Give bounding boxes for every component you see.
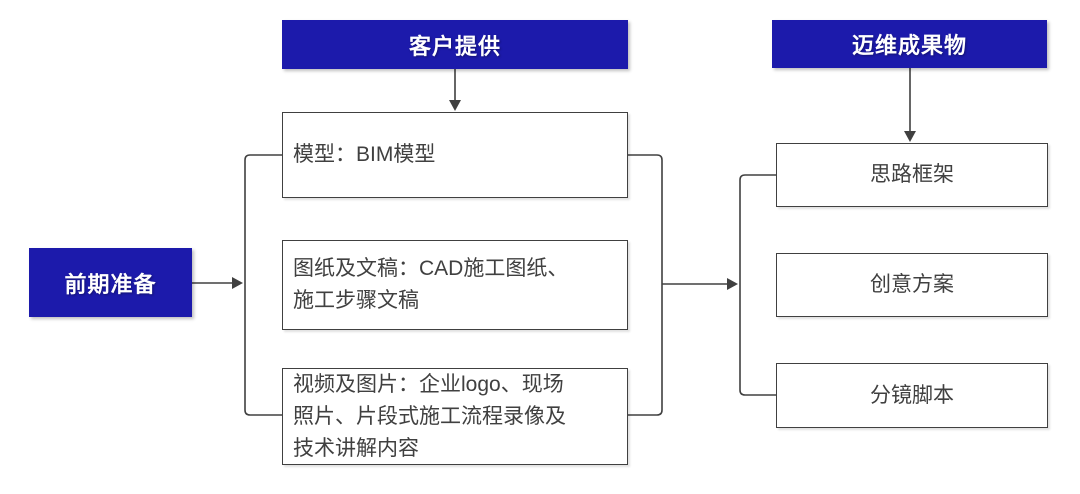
deliverables-column-header: 迈维成果物 bbox=[772, 20, 1047, 68]
client-item-video-label: 视频及图片：企业logo、现场 照片、片段式施工流程录像及 技术讲解内容 bbox=[293, 372, 566, 460]
client-item-drawings-label: 图纸及文稿：CAD施工图纸、 施工步骤文稿 bbox=[293, 257, 569, 312]
stage-prep-box: 前期准备 bbox=[29, 248, 192, 317]
bracket-client-left bbox=[244, 154, 282, 416]
arrowhead-client-header-down bbox=[449, 100, 461, 111]
client-column-header-label: 客户提供 bbox=[408, 33, 501, 59]
bracket-client-right bbox=[628, 154, 663, 416]
arrowhead-deliver-header-down bbox=[904, 131, 916, 142]
client-item-video: 视频及图片：企业logo、现场 照片、片段式施工流程录像及 技术讲解内容 bbox=[282, 368, 628, 465]
deliverable-item-framework: 思路框架 bbox=[776, 143, 1048, 207]
client-column-header: 客户提供 bbox=[282, 20, 628, 69]
client-item-model: 模型：BIM模型 bbox=[282, 112, 628, 198]
deliverable-item-storyboard: 分镜脚本 bbox=[776, 363, 1048, 428]
arrowhead-stage-to-bracket bbox=[232, 277, 243, 289]
deliverable-item-storyboard-label: 分镜脚本 bbox=[870, 383, 954, 407]
deliverable-item-framework-label: 思路框架 bbox=[870, 163, 954, 186]
client-item-model-label: 模型：BIM模型 bbox=[293, 143, 436, 166]
deliverables-column-header-label: 迈维成果物 bbox=[851, 33, 967, 58]
client-item-drawings: 图纸及文稿：CAD施工图纸、 施工步骤文稿 bbox=[282, 240, 628, 330]
arrowhead-client-to-deliverables bbox=[727, 278, 738, 290]
deliverable-item-creative-label: 创意方案 bbox=[870, 273, 954, 296]
stage-prep-label: 前期准备 bbox=[64, 271, 157, 297]
deliverable-item-creative: 创意方案 bbox=[776, 253, 1048, 317]
bracket-deliverables-left bbox=[739, 174, 776, 396]
